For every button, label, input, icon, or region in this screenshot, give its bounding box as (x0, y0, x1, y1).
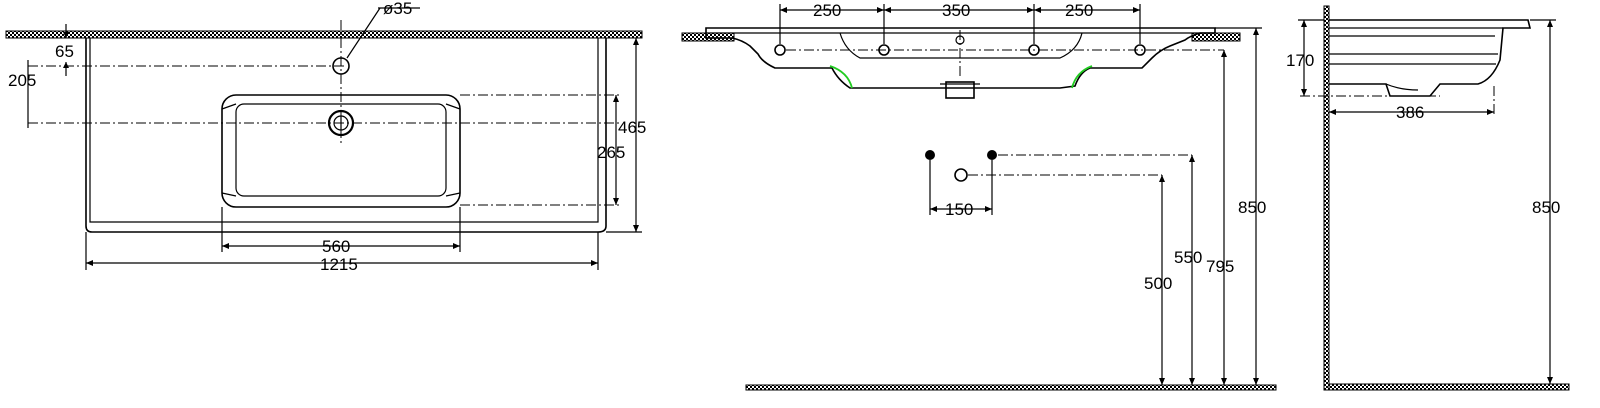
floor-front (745, 384, 1277, 391)
wall-hatch-right (1191, 32, 1241, 42)
plan-view: ø35 65 205 265 465 560 (5, 0, 646, 274)
green-contour-right (1071, 65, 1093, 89)
front-view: 250 350 250 150 500 550 795 (681, 1, 1277, 391)
countertop-outline (85, 38, 607, 233)
bracket-hole-1 (774, 44, 786, 56)
basin-profile (705, 27, 1216, 89)
supply-point-right (987, 150, 997, 160)
basin-side-profile (1329, 19, 1532, 97)
supply-spacing-label: 150 (945, 200, 973, 219)
wall-hatch (5, 30, 643, 39)
overall-width-label: 1215 (320, 255, 358, 274)
waste-trap (945, 81, 975, 99)
floor-side (1328, 383, 1570, 391)
countertop-inner-edge (89, 38, 599, 223)
tap-hole-dia-label: ø35 (383, 0, 412, 18)
edge-to-tap-label: 65 (55, 42, 74, 61)
basin-width-label: 560 (322, 237, 350, 256)
rim-height-label: 850 (1238, 198, 1266, 217)
wall-hatch-left (681, 32, 735, 42)
basin-depth-label: 170 (1286, 51, 1314, 70)
side-view: 170 386 850 (1286, 5, 1570, 391)
bracket-spacing-left-label: 250 (813, 1, 841, 20)
bracket-spacing-mid-label: 350 (942, 1, 970, 20)
basin-inner (235, 103, 447, 197)
green-contour-left (829, 65, 853, 89)
supply-height-label: 550 (1174, 248, 1202, 267)
side-rim-height-label: 850 (1532, 198, 1560, 217)
waste-offset-label: 386 (1396, 103, 1424, 122)
waste-height-label: 500 (1144, 274, 1172, 293)
bracket-height-label: 795 (1206, 257, 1234, 276)
bracket-spacing-right-label: 250 (1065, 1, 1093, 20)
edge-to-waste-label: 205 (8, 71, 36, 90)
supply-point-left (925, 150, 935, 160)
overall-depth-label: 465 (618, 118, 646, 137)
wall-side (1323, 5, 1330, 391)
waste-point (954, 168, 968, 182)
bowl-depth-label: 265 (597, 143, 625, 162)
